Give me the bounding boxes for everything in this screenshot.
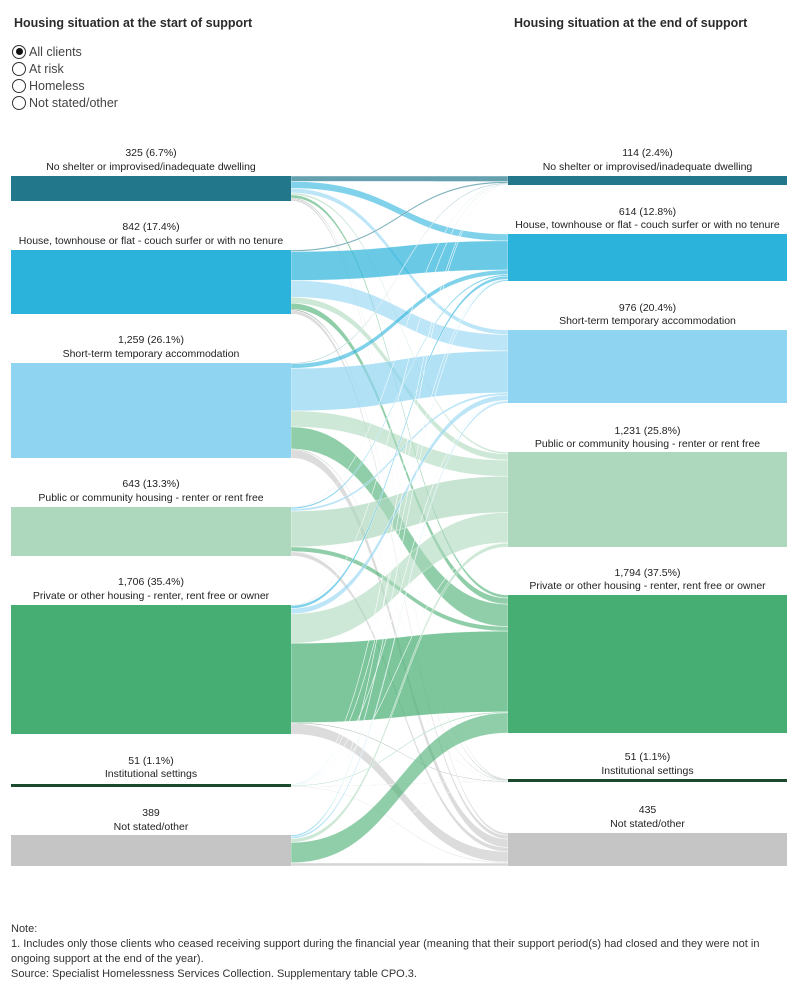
left-node-3	[11, 507, 291, 556]
right-node-0	[508, 176, 787, 185]
filter-option-homeless[interactable]: Homeless	[12, 77, 118, 94]
start-heading: Housing situation at the start of suppor…	[14, 16, 253, 30]
left-value-label-6: 389	[142, 807, 160, 819]
right-value-label-2: 976 (20.4%)	[619, 302, 676, 314]
footer: Note: 1. Includes only those clients who…	[11, 922, 791, 982]
right-value-label-6: 435	[639, 804, 657, 816]
left-node-1	[11, 250, 291, 314]
source-text: Source: Specialist Homelessness Services…	[11, 968, 417, 980]
radio-label: All clients	[29, 44, 82, 59]
left-category-label-5: Institutional settings	[105, 768, 197, 780]
left-category-label-4: Private or other housing - renter, rent …	[33, 590, 270, 602]
left-node-0	[11, 176, 291, 201]
right-category-label-3: Public or community housing - renter or …	[535, 438, 760, 450]
right-value-label-5: 51 (1.1%)	[625, 751, 671, 763]
left-category-label-0: No shelter or improvised/inadequate dwel…	[46, 161, 256, 173]
right-category-label-6: Not stated/other	[610, 818, 685, 830]
radio-button-icon[interactable]	[12, 44, 26, 59]
left-category-label-1: House, townhouse or flat - couch surfer …	[19, 235, 284, 247]
flow-1-to-0	[290, 181, 509, 252]
flow-4-to-4	[290, 630, 509, 723]
left-node-6	[11, 835, 291, 866]
radio-label: At risk	[29, 61, 64, 76]
filter-option-all-clients[interactable]: All clients	[12, 43, 118, 60]
radio-label: Homeless	[29, 78, 85, 93]
radio-label: Not stated/other	[29, 95, 118, 110]
filter-option-at-risk[interactable]: At risk	[12, 60, 118, 77]
left-value-label-2: 1,259 (26.1%)	[118, 334, 184, 346]
flow-group	[290, 175, 509, 867]
right-category-label-5: Institutional settings	[601, 765, 693, 777]
radio-button-icon[interactable]	[12, 95, 26, 110]
flow-2-to-2	[290, 350, 509, 412]
left-value-label-3: 643 (13.3%)	[122, 478, 179, 490]
right-category-label-4: Private or other housing - renter, rent …	[529, 580, 766, 592]
right-value-label-4: 1,794 (37.5%)	[615, 567, 681, 579]
radio-button-icon[interactable]	[12, 61, 26, 76]
right-node-4	[508, 595, 787, 733]
left-node-4	[11, 605, 291, 734]
sankey-chart: 325 (6.7%) No shelter or improvised/inade…	[11, 147, 787, 867]
right-value-label-1: 614 (12.8%)	[619, 206, 676, 218]
radio-button-icon[interactable]	[12, 78, 26, 93]
right-value-label-0: 114 (2.4%)	[622, 147, 673, 159]
left-value-label-1: 842 (17.4%)	[122, 221, 179, 233]
right-category-label-0: No shelter or improvised/inadequate dwel…	[543, 161, 753, 173]
right-category-label-2: Short-term temporary accommodation	[559, 315, 736, 327]
right-category-label-1: House, townhouse or flat - couch surfer …	[515, 219, 780, 231]
left-node-2	[11, 363, 291, 458]
left-category-label-3: Public or community housing - renter or …	[38, 492, 263, 504]
note-text: 1. Includes only those clients who cease…	[11, 938, 760, 965]
filter-option-not-stated-other[interactable]: Not stated/other	[12, 94, 118, 111]
right-node-2	[508, 330, 787, 403]
right-node-1	[508, 234, 787, 281]
flow-6-to-6	[290, 862, 509, 867]
flow-0-to-0	[290, 175, 509, 182]
right-value-label-3: 1,231 (25.8%)	[615, 425, 681, 437]
right-node-6	[508, 833, 787, 866]
left-category-label-2: Short-term temporary accommodation	[63, 348, 240, 360]
end-heading: Housing situation at the end of support	[514, 16, 748, 30]
left-value-label-4: 1,706 (35.4%)	[118, 576, 184, 588]
left-node-5	[11, 784, 291, 787]
left-value-label-0: 325 (6.7%)	[125, 147, 176, 159]
left-value-label-5: 51 (1.1%)	[128, 755, 174, 767]
left-category-label-6: Not stated/other	[114, 821, 189, 833]
note-title: Note:	[11, 923, 38, 935]
right-node-3	[508, 452, 787, 547]
right-node-5	[508, 779, 787, 782]
